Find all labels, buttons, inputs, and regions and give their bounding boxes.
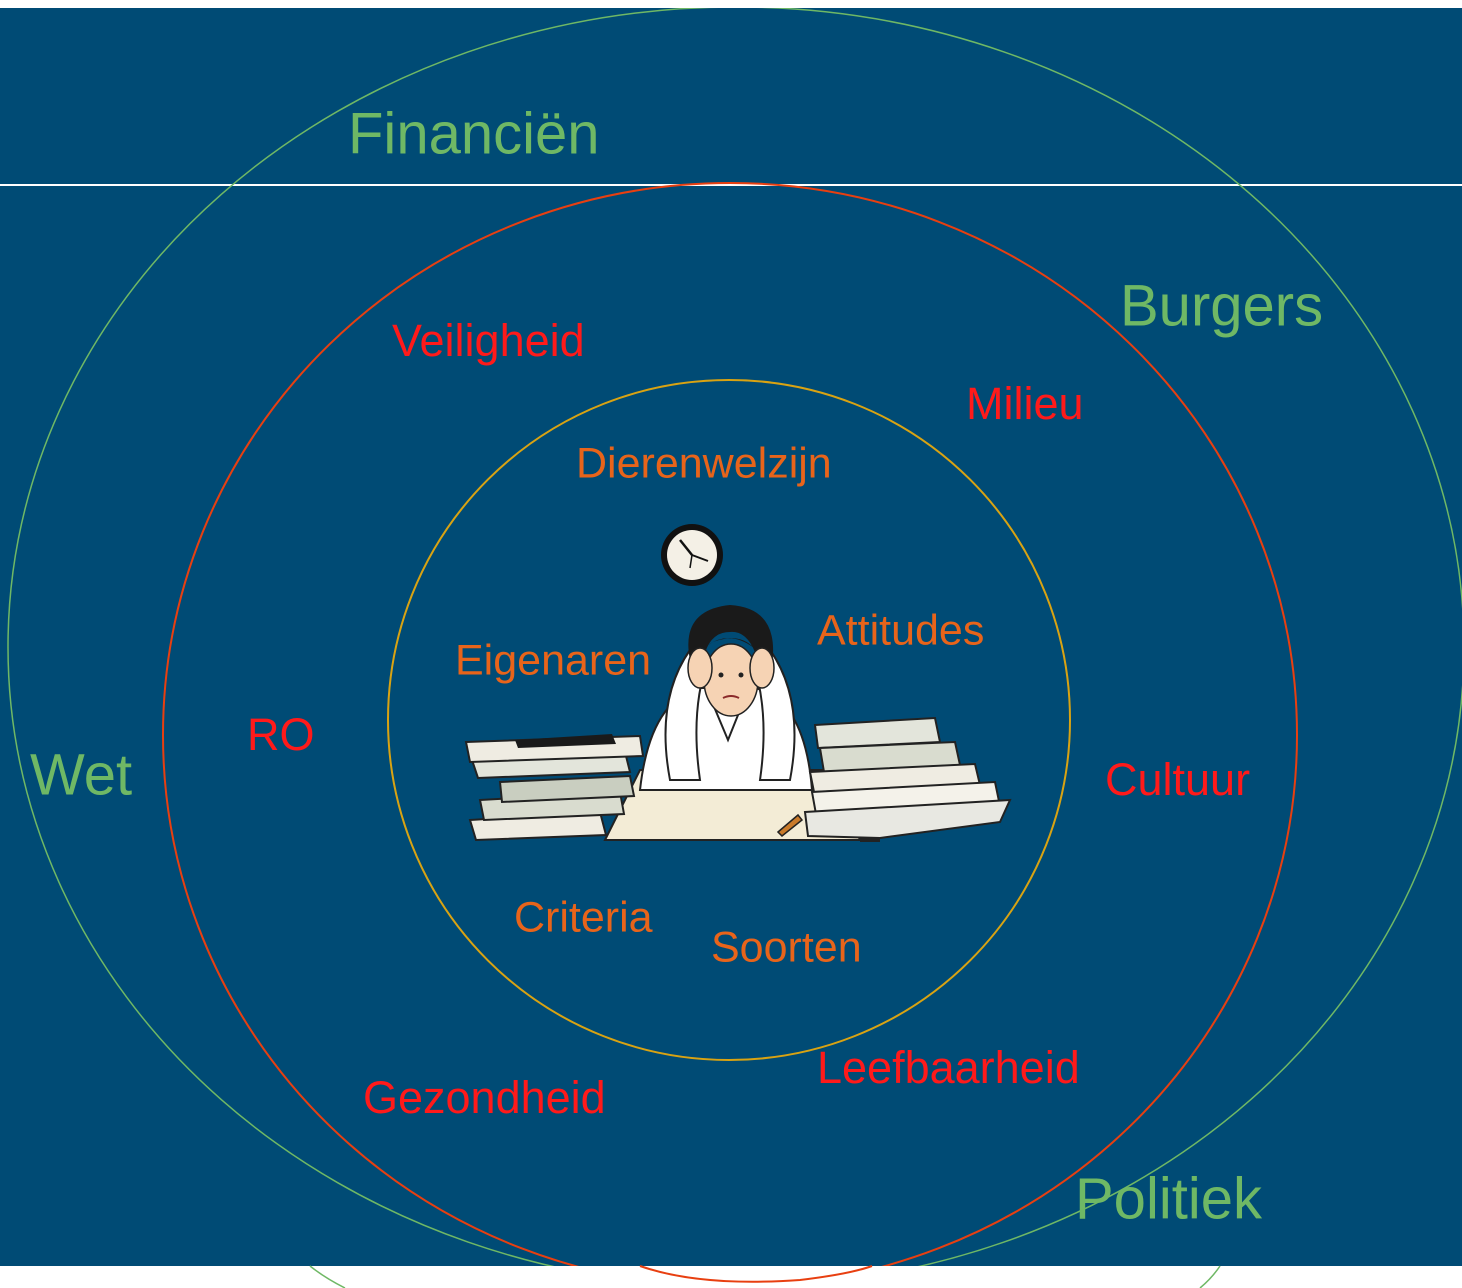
top-margin [0, 0, 1462, 8]
label-wet: Wet [30, 742, 132, 807]
label-burgers: Burgers [1120, 273, 1323, 338]
label-politiek: Politiek [1075, 1166, 1263, 1231]
label-dierenwelzijn: Dierenwelzijn [576, 439, 832, 487]
label-soorten: Soorten [711, 923, 862, 971]
label-milieu: Milieu [966, 378, 1084, 429]
outer-ring-tail [1199, 1265, 1221, 1288]
middle-ring-tail [639, 1265, 873, 1283]
label-attitudes: Attitudes [817, 606, 984, 654]
label-eigenaren: Eigenaren [455, 636, 651, 684]
clock-icon [661, 524, 723, 586]
bottom-margin [0, 1266, 1462, 1288]
label-ro: RO [247, 709, 315, 760]
label-leefbaarheid: Leefbaarheid [817, 1042, 1080, 1093]
stressed-worker-illustration [464, 605, 1012, 842]
label-financien: Financiën [348, 101, 599, 166]
inner-ring [387, 379, 1071, 1061]
slide-background [0, 8, 1462, 1266]
label-cultuur: Cultuur [1105, 754, 1250, 805]
label-veiligheid: Veiligheid [392, 315, 585, 366]
label-criteria: Criteria [514, 893, 653, 941]
outer-ring-tail [309, 1265, 346, 1288]
label-gezondheid: Gezondheid [363, 1072, 606, 1123]
